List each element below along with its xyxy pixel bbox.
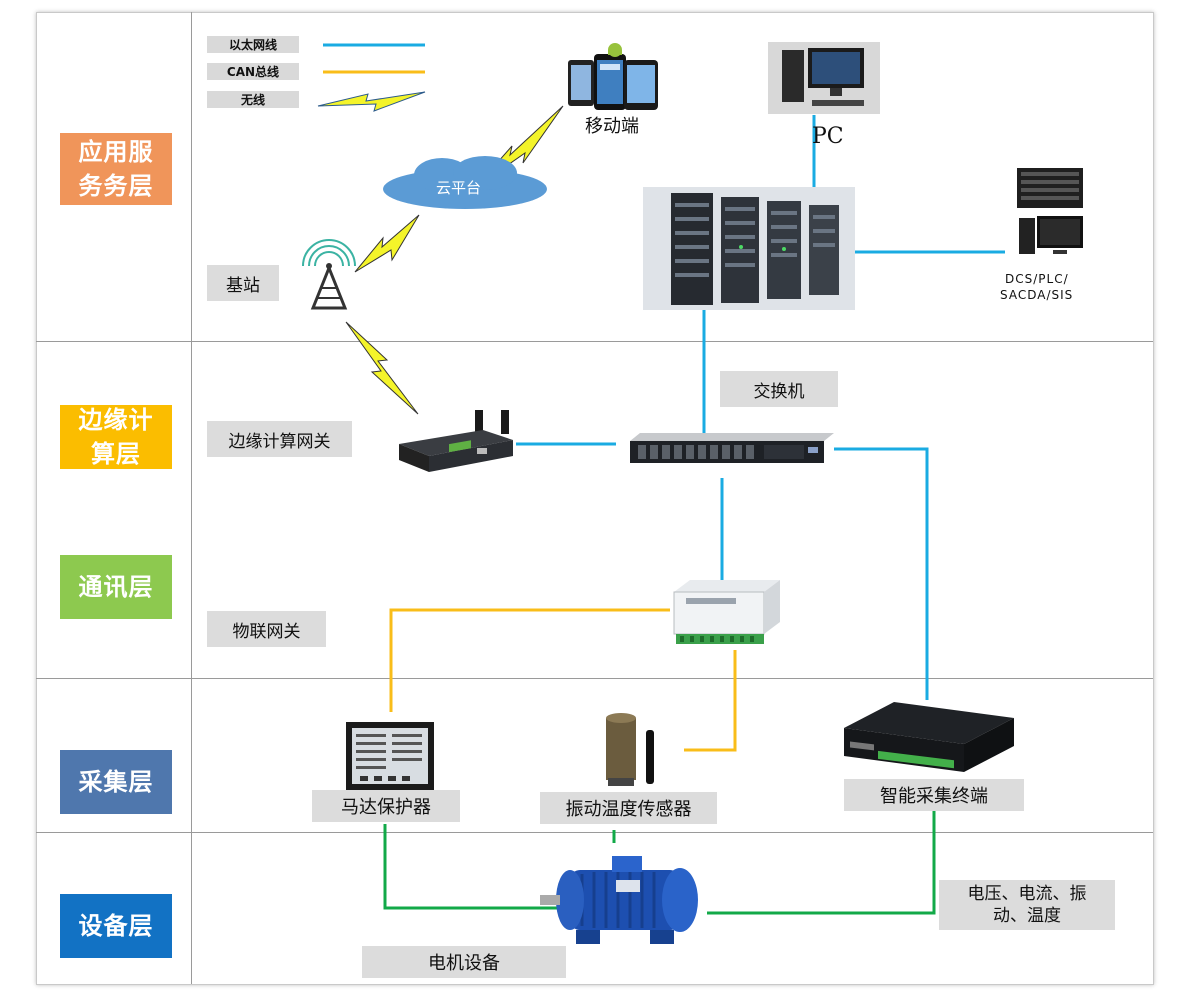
network-switch-icon bbox=[630, 431, 834, 465]
switch-label: 交换机 bbox=[720, 371, 838, 407]
cloud-platform-icon bbox=[380, 155, 550, 211]
legend-wireless-label: 无线 bbox=[207, 91, 299, 108]
mobile-devices-icon bbox=[564, 42, 668, 114]
base-station-label: 基站 bbox=[207, 265, 279, 301]
signal-protector-motor bbox=[383, 824, 560, 910]
layer-divider bbox=[36, 341, 1153, 342]
wireless-tower-cloud bbox=[354, 214, 420, 273]
legend-ethernet-label: 以太网线 bbox=[207, 36, 299, 53]
vibration-sensor-icon bbox=[602, 710, 668, 790]
edge-gateway-icon bbox=[393, 408, 517, 478]
layer-edge-badge: 边缘计算层 bbox=[60, 405, 172, 469]
edge-gateway-label: 边缘计算网关 bbox=[207, 421, 352, 457]
signals-line1: 电压、电流、振 bbox=[967, 884, 1087, 904]
mobile-label: 移动端 bbox=[585, 116, 639, 137]
dcs-plc-icon bbox=[1013, 166, 1087, 270]
layer-edge-label: 边缘计算层 bbox=[78, 406, 154, 468]
cloud-platform-label: 云平台 bbox=[436, 179, 482, 197]
column-divider bbox=[191, 12, 192, 984]
smart-terminal-label: 智能采集终端 bbox=[844, 779, 1024, 811]
smart-terminal-icon bbox=[838, 698, 1018, 778]
legend-wireless-swatch bbox=[317, 91, 426, 112]
iot-gateway-icon bbox=[668, 578, 782, 650]
sacda-label: SACDA/SIS bbox=[1000, 288, 1074, 302]
can-iot-protector bbox=[389, 608, 670, 712]
legend-can-label: CAN总线 bbox=[207, 63, 299, 80]
iot-gateway-label: 物联网关 bbox=[207, 611, 326, 647]
signal-terminal-motor bbox=[707, 810, 936, 915]
layer-application-label: 应用服务务层 bbox=[78, 138, 154, 200]
signals-box: 电压、电流、振 动、温度 bbox=[939, 880, 1115, 930]
layer-divider bbox=[36, 832, 1153, 833]
motor-protector-label: 马达保护器 bbox=[312, 790, 460, 822]
pc-label: PC bbox=[812, 124, 844, 149]
server-rack-icon bbox=[643, 187, 855, 310]
layer-application-badge: 应用服务务层 bbox=[60, 133, 172, 205]
layer-equipment-label: 设备层 bbox=[78, 912, 154, 940]
ethernet-switch-terminal bbox=[834, 447, 929, 700]
can-iot-sensor bbox=[684, 650, 737, 752]
layer-collection-label: 采集层 bbox=[78, 768, 154, 796]
antenna-tower-icon bbox=[293, 236, 365, 312]
motor-equipment-label: 电机设备 bbox=[362, 946, 566, 978]
layer-equipment-badge: 设备层 bbox=[60, 894, 172, 958]
electric-motor-icon bbox=[540, 850, 710, 950]
layer-divider bbox=[36, 678, 1153, 679]
layer-collection-badge: 采集层 bbox=[60, 750, 172, 814]
vibration-sensor-label: 振动温度传感器 bbox=[540, 792, 717, 824]
motor-protector-icon bbox=[344, 720, 438, 794]
dcs-label: DCS/PLC/ bbox=[1005, 272, 1069, 286]
layer-communication-badge: 通讯层 bbox=[60, 555, 172, 619]
pc-icon bbox=[768, 42, 880, 114]
signals-line2: 动、温度 bbox=[993, 906, 1061, 926]
wireless-tower-edge bbox=[345, 321, 419, 415]
layer-communication-label: 通讯层 bbox=[78, 573, 154, 601]
